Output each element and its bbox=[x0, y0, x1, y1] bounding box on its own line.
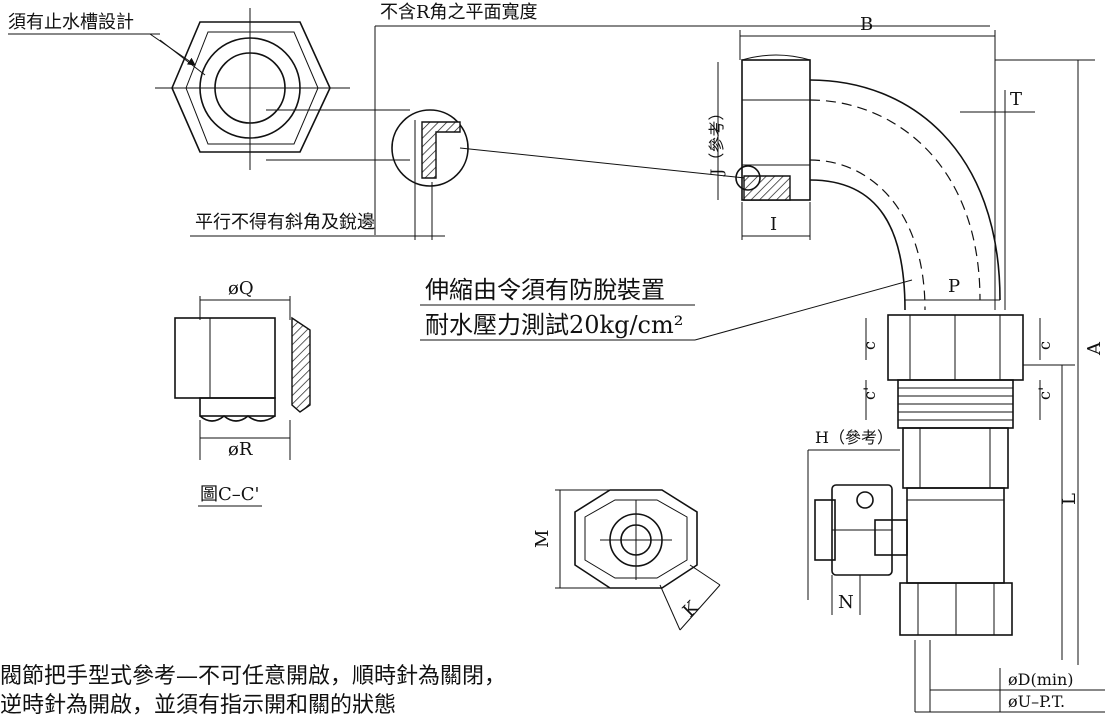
dim-a-label: A bbox=[1084, 341, 1105, 356]
stop-groove-leader bbox=[149, 33, 196, 66]
mark-c-right: c bbox=[1035, 341, 1054, 350]
dim-i-label: I bbox=[770, 214, 777, 235]
end-view bbox=[555, 489, 721, 631]
dim-d-label: øD(min) bbox=[1008, 670, 1074, 689]
handle-note-line2: 逆時針為開啟，並須有指示開和關的狀態 bbox=[0, 693, 396, 718]
section-cc-view bbox=[174, 296, 311, 460]
stop-groove-label: 須有止水槽設計 bbox=[8, 12, 134, 33]
dim-m-label: M bbox=[532, 530, 553, 548]
dim-l-label: L bbox=[1059, 493, 1080, 505]
union-body bbox=[887, 314, 1024, 636]
dim-j-label: J（參考） bbox=[707, 105, 726, 177]
dim-b-label: B bbox=[860, 14, 873, 35]
handle-note-line1: 閥節把手型式參考—不可任意開啟，順時針為關閉， bbox=[0, 664, 506, 689]
mark-cprime-right: c' bbox=[1035, 387, 1054, 400]
anti-detach-line2: 耐水壓力測試20kg/cm² bbox=[425, 311, 683, 339]
top-nut-elbow bbox=[735, 54, 811, 201]
dim-u-label: øU–P.T. bbox=[1008, 692, 1065, 711]
anti-detach-line1: 伸縮由令須有防脫裝置 bbox=[425, 276, 665, 304]
dim-t-label: T bbox=[1010, 89, 1022, 110]
dim-r-label: øR bbox=[228, 439, 253, 460]
dim-n-label: N bbox=[838, 592, 854, 613]
dim-p-label: P bbox=[948, 276, 960, 297]
hex-nut-top-view bbox=[155, 8, 410, 170]
elbow-pipe bbox=[809, 79, 1001, 311]
dim-h-label: H（參考） bbox=[815, 428, 893, 447]
parallel-edge-label: 平行不得有斜角及銳邊 bbox=[195, 212, 375, 233]
anti-detach-leader bbox=[694, 279, 913, 341]
dim-q-label: øQ bbox=[228, 278, 254, 299]
seal-detail-circle bbox=[391, 109, 746, 240]
dim-k-label: K bbox=[679, 597, 704, 622]
flat-width-label: 不含R角之平面寬度 bbox=[380, 2, 538, 23]
mark-c-left: c bbox=[860, 341, 879, 350]
mark-cprime-left: c' bbox=[860, 387, 879, 400]
valve-handle bbox=[814, 484, 908, 576]
section-cc-label: 圖C–C' bbox=[200, 484, 260, 505]
